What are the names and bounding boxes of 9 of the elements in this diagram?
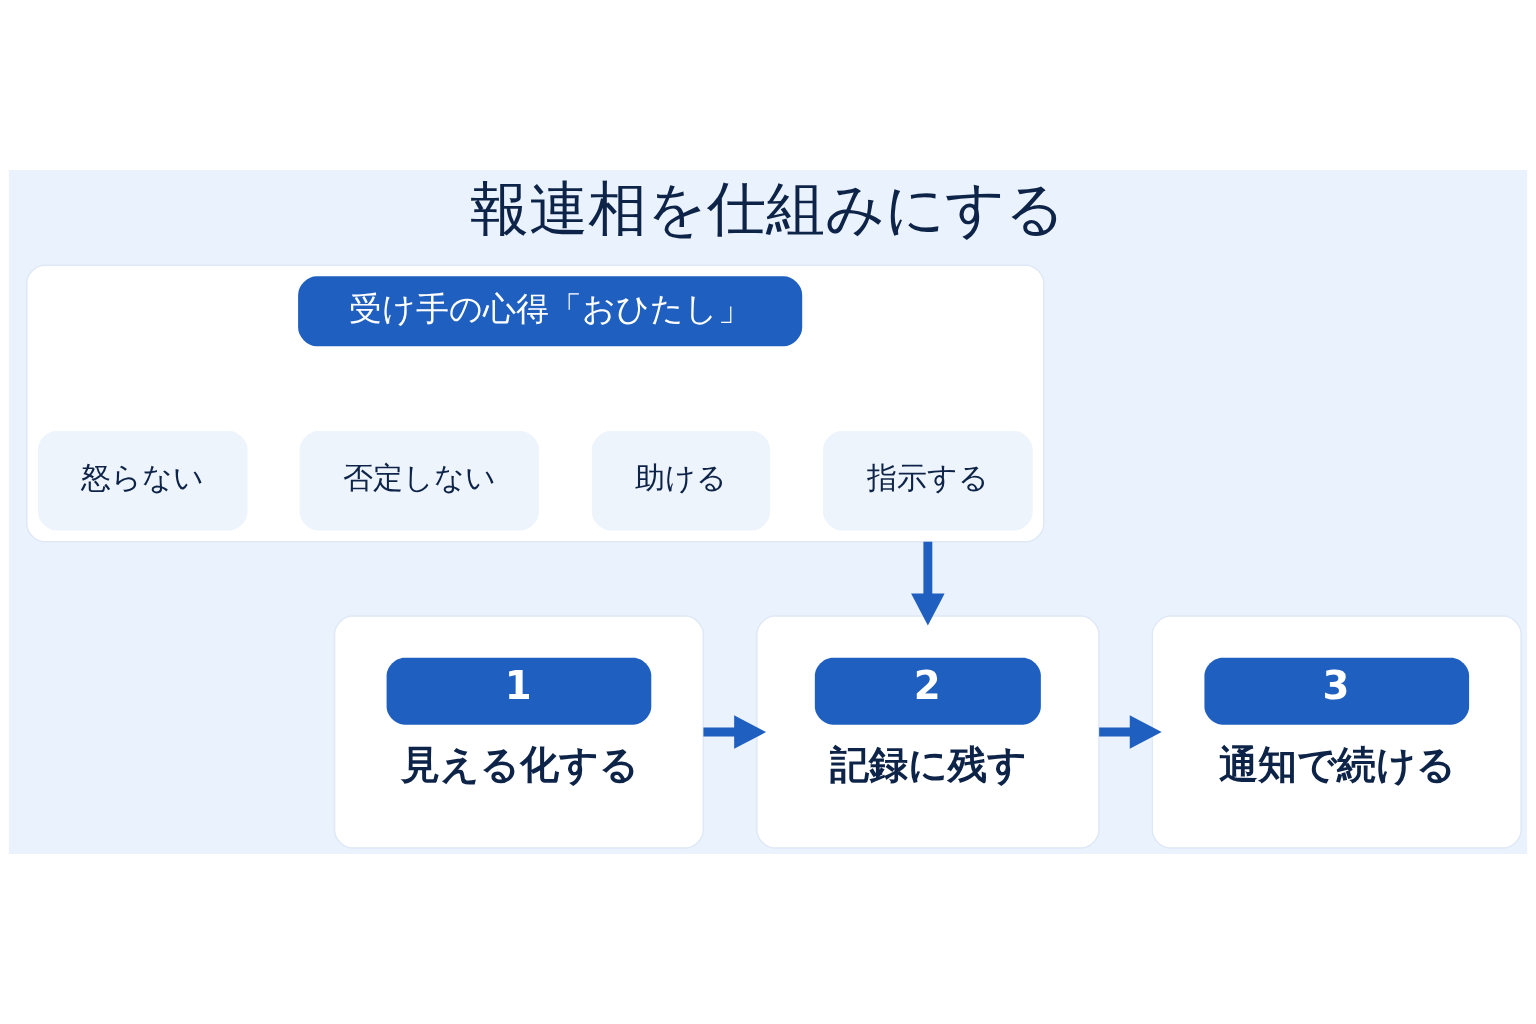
arrow xyxy=(703,715,767,749)
cluster xyxy=(26,264,1045,543)
node-box: 1 見える化する xyxy=(333,615,705,849)
node-box: 2 記録に残す xyxy=(756,615,1100,849)
arrow xyxy=(1099,715,1162,749)
node-box: 受け手の心得「おひたし」 xyxy=(298,276,803,347)
arrow xyxy=(911,541,945,626)
node-box: 3 通知で続ける xyxy=(1151,615,1522,849)
diagram-title: 報連相を仕組みにする xyxy=(470,174,1066,244)
